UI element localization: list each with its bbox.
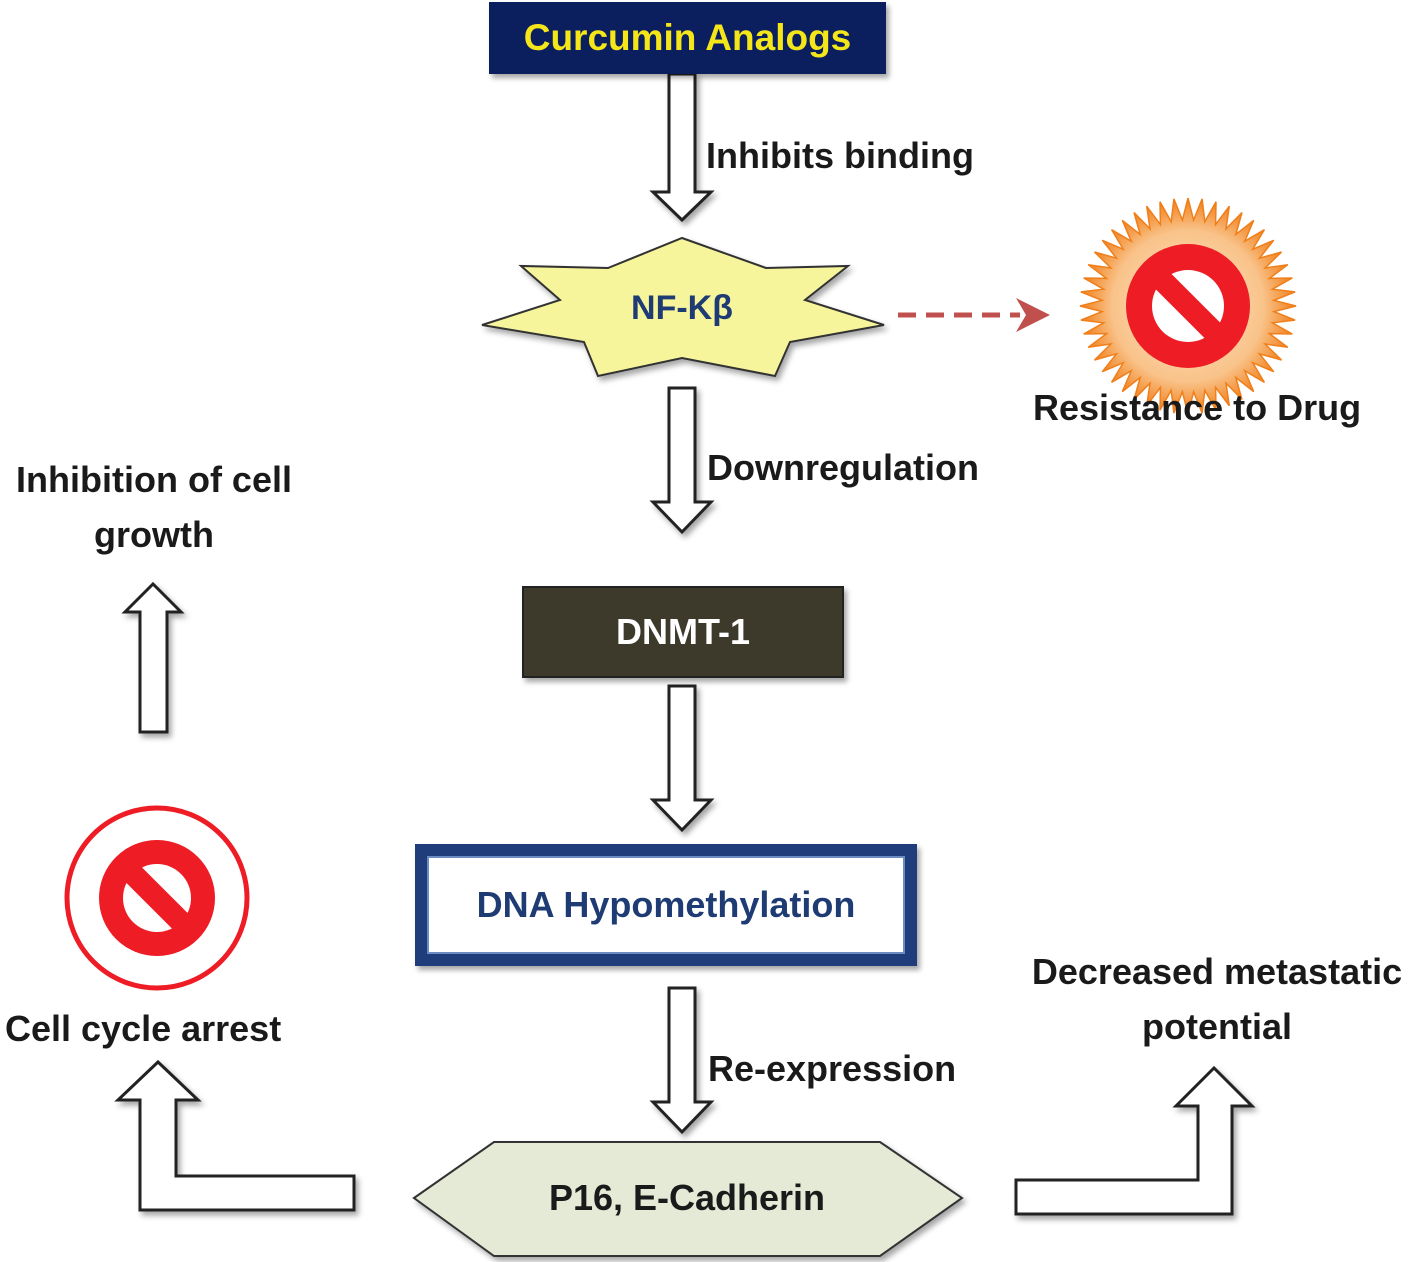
inhibition-line-1: Inhibition of cell <box>16 459 292 500</box>
downregulation-label: Downregulation <box>707 447 979 488</box>
curcumin-analogs-label: Curcumin Analogs <box>523 17 852 58</box>
arrow-to-metastatic <box>1014 1065 1256 1216</box>
resistance-burst-icon <box>1079 197 1297 415</box>
dna-hypomethylation-box: DNA Hypomethylation <box>415 844 917 966</box>
re-expression-label: Re-expression <box>708 1048 957 1089</box>
nfkb-label: NF-Kβ <box>631 288 733 327</box>
metastatic-line-2: potential <box>1142 1006 1292 1048</box>
arrow-dnmt-to-dna <box>649 684 715 833</box>
cell-cycle-prohibit-icon <box>64 805 250 991</box>
dashed-arrow-head <box>1016 298 1050 332</box>
arrow-reexpression <box>649 986 715 1135</box>
nfkb-node: NF-Kβ <box>580 282 784 334</box>
inhibits-binding-label: Inhibits binding <box>706 135 974 176</box>
cell-cycle-arrest-label: Cell cycle arrest <box>5 1008 282 1049</box>
p16-e-cadherin-label: P16, E-Cadherin <box>548 1177 826 1218</box>
p16-e-cadherin-node: P16, E-Cadherin <box>494 1172 880 1224</box>
dna-hypomethylation-inner: DNA Hypomethylation <box>427 856 905 954</box>
inhibition-line-2: growth <box>94 514 214 556</box>
dnmt1-label: DNMT-1 <box>616 611 750 652</box>
arrow-to-growth-inhibition <box>121 581 185 734</box>
resistance-to-drug-label: Resistance to Drug <box>1033 387 1362 428</box>
nfkb-star-shape <box>481 236 885 378</box>
arrow-to-cell-cycle-arrest <box>114 1059 356 1212</box>
inhibition-of-cell-growth-label: Inhibition of cell growth <box>0 458 308 556</box>
dna-hypomethylation-label: DNA Hypomethylation <box>476 884 856 925</box>
decreased-metastatic-label: Decreased metastatic potential <box>1010 950 1424 1048</box>
curcumin-analogs-box: Curcumin Analogs <box>489 2 886 74</box>
p16-hexagon-shape <box>412 1141 964 1257</box>
metastatic-line-1: Decreased metastatic <box>1031 951 1403 992</box>
arrow-downregulation <box>649 386 715 535</box>
dnmt1-box: DNMT-1 <box>522 586 844 678</box>
arrow-inhibits-binding <box>649 72 715 223</box>
